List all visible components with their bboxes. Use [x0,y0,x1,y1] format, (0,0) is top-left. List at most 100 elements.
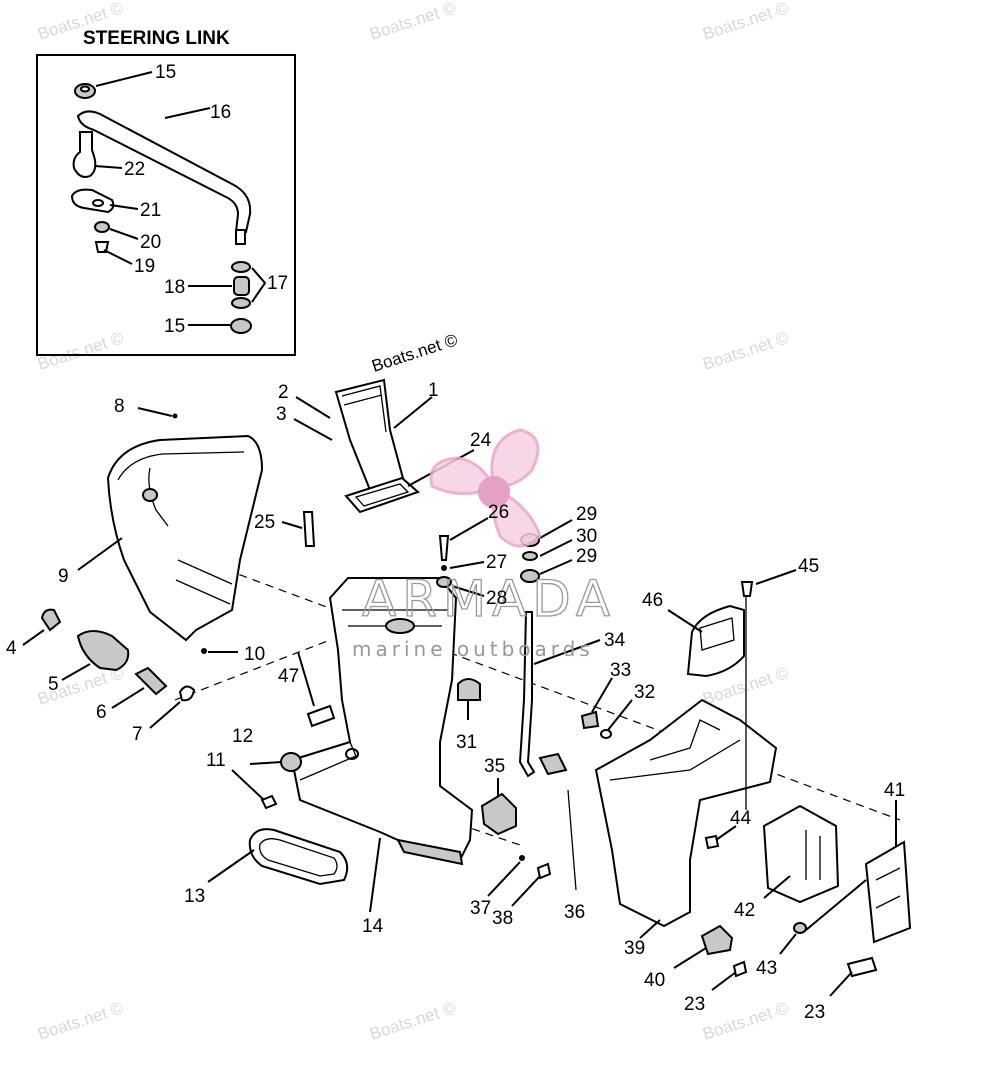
driveshaft-housing [290,577,474,862]
cover-hole [142,488,158,502]
leader-45 [755,569,797,585]
rod-coupler [538,752,568,776]
propeller-blade [490,428,540,490]
brand-name: ARMADA [362,570,616,628]
watermark: Boats.net © [367,0,458,44]
leader-23a [711,971,737,991]
leader-30 [539,539,573,557]
callout-23: 23 [684,994,705,1015]
watermark: Boats.net © [700,328,791,374]
propeller-hub [478,476,510,508]
leader-5 [61,663,91,681]
cover-ribs [175,559,233,605]
handle-grip [699,617,735,651]
callout-15: 15 [155,62,176,83]
leader-29b [539,559,573,575]
callout-38: 38 [492,908,513,929]
leader-39 [639,919,661,939]
plate-hole [92,199,104,207]
callout-10: 10 [244,644,265,665]
housing-webs [649,719,721,761]
watermark: Boats.net © [35,998,126,1044]
propeller-blade [429,456,497,496]
callout-24: 24 [470,430,492,451]
leader-46 [667,609,703,633]
callout-8: 8 [114,396,125,417]
callout-19: 19 [134,256,155,277]
leader-12 [249,761,283,765]
flat-washer [436,576,452,588]
callout-17: 17 [267,273,288,294]
shift-boot [76,630,130,672]
pin [172,413,178,419]
callout-3: 3 [276,404,287,425]
bracket-screw [846,956,878,978]
leader-37 [487,861,521,897]
retaining-clip [178,685,196,702]
washer [94,221,110,233]
leader-27 [449,561,485,569]
inset-frame [36,54,296,356]
leader-43 [779,933,797,955]
callout-46: 46 [642,590,663,611]
leader-17 [251,267,267,303]
steering-link-arm [76,110,252,233]
bushing-bottom [231,297,251,309]
shift-rod [518,611,536,778]
rubber-mount [457,678,481,701]
upper-housing-cover [106,434,264,642]
callout-18: 18 [164,277,185,298]
bolt [438,535,450,561]
cover-detail [805,830,821,880]
skeg [396,838,464,866]
callout-28: 28 [486,588,507,609]
grommet [40,608,62,632]
nut-bottom [230,318,252,334]
water-pump-plate [480,792,517,836]
callout-1: 1 [428,380,439,401]
callout-7: 7 [132,724,143,745]
anti-cav-plate [291,741,357,781]
leader-34 [533,639,601,665]
callout-29: 29 [576,546,597,567]
carry-handle [686,604,745,678]
small-washer [519,855,525,861]
leader-44 [715,825,737,841]
callout-39: 39 [624,938,645,959]
leader-9 [77,537,123,571]
housing-port [385,618,415,634]
callout-33: 33 [610,660,631,681]
steering-link-inset: STEERING LINK 15 16 22 21 [36,28,296,356]
grommet-bottom [520,569,540,583]
callout-37: 37 [470,898,491,919]
watermark: Boats.net © [700,998,791,1044]
leader-42 [763,875,791,899]
callout-34: 34 [604,630,626,651]
callout-47: 47 [278,666,299,687]
brand-watermark: ARMADA marine outboards [352,428,616,661]
main-callouts: 1 2 3 24 8 9 25 26 27 28 29 30 29 45 46 … [6,380,905,1023]
housing-screw-44 [704,834,720,850]
bushing-top [231,261,251,273]
callout-6: 6 [96,702,107,723]
callout-5: 5 [48,674,59,695]
callout-16: 16 [210,102,231,123]
leader-20 [109,228,139,240]
callout-4: 4 [6,638,17,659]
housing-seal [248,828,349,886]
ball-stud [72,131,97,178]
callout-41: 41 [884,780,905,801]
cover-pin [201,648,207,654]
plug [580,710,600,730]
seal-washer [600,729,612,739]
leader-4 [22,629,45,646]
brand-tagline: marine outboards [352,637,594,661]
axis-line [199,559,901,821]
dowel-pin [302,511,316,547]
leader-47 [297,651,315,707]
callout-2: 2 [278,382,289,403]
leader-21 [109,204,139,210]
exhaust-gasket [344,476,420,514]
housing-deck [609,739,741,781]
